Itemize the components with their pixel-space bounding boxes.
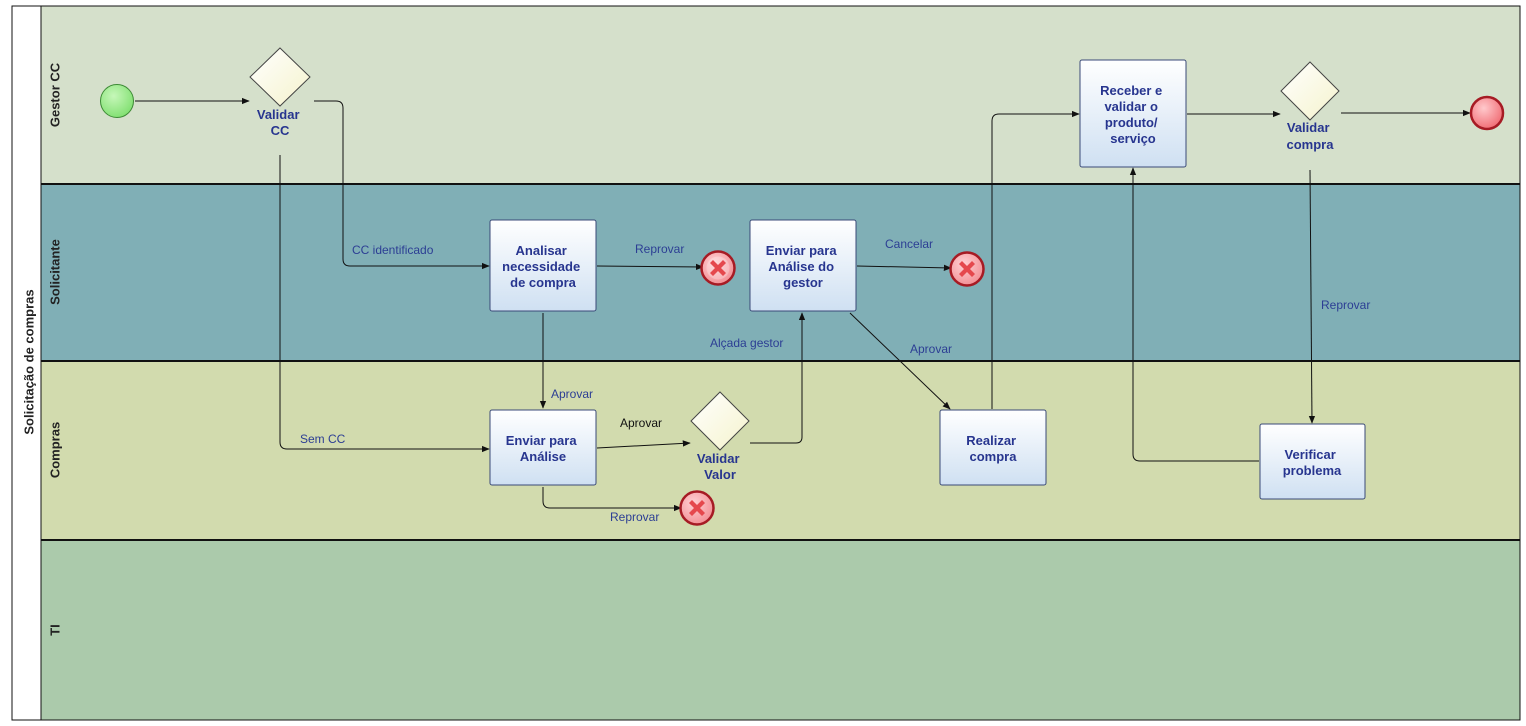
flow-label-reprovar-analisar: Reprovar <box>635 242 684 256</box>
flow-label-cc-identificado: CC identificado <box>352 243 434 257</box>
cancel-event-enviar-gestor[interactable] <box>949 251 985 287</box>
start-event[interactable] <box>100 84 134 118</box>
end-event[interactable] <box>1469 95 1505 131</box>
flow-label-reprovar-compra: Reprovar <box>1321 298 1370 312</box>
flow-aprovar-gestor[interactable] <box>849 312 951 410</box>
flow-cc-identificado[interactable] <box>314 100 490 270</box>
task-enviar-analise[interactable]: Enviar para Análise <box>489 409 597 486</box>
flow-aprovar-valor[interactable] <box>596 440 691 449</box>
gateway-label: Validar compra <box>1287 120 1335 152</box>
gateway-validar-cc[interactable]: Validar CC <box>249 47 311 138</box>
cancel-x-icon <box>710 260 726 276</box>
task-label: Enviar para Análise <box>506 433 580 464</box>
task-realizar-compra[interactable]: Realizar compra <box>939 409 1047 486</box>
sequence-flows <box>135 97 1471 512</box>
lane-ti: TI <box>40 539 1521 721</box>
lane-label-compras: Compras <box>47 422 62 478</box>
lane-label-ti: TI <box>47 624 62 636</box>
lane-label-gestor-cc: Gestor CC <box>47 62 62 127</box>
cancel-x-icon <box>689 500 705 516</box>
flow-alcada-gestor[interactable] <box>750 312 806 444</box>
task-label: Verificar problema <box>1283 447 1342 478</box>
task-label: Analisar necessidade de compra <box>502 243 584 290</box>
gateway-label: Validar Valor <box>697 451 743 482</box>
task-enviar-analise-gestor[interactable]: Enviar para Análise do gestor <box>749 219 857 312</box>
task-verificar-problema[interactable]: Verificar problema <box>1259 423 1366 500</box>
flow-reprovar-enviar[interactable] <box>542 487 682 512</box>
task-label: Enviar para Análise do gestor <box>766 243 840 290</box>
flow-labels: CC identificado Sem CC Reprovar Aprovar … <box>300 237 1370 524</box>
task-receber-validar-produto[interactable]: Receber e validar o produto/ serviço <box>1079 59 1187 168</box>
flow-sem-cc[interactable] <box>279 155 490 453</box>
pool-label: Solicitação de compras <box>21 289 36 434</box>
flow-realizar-to-receber[interactable] <box>991 110 1080 409</box>
task-label: Realizar compra <box>966 433 1020 464</box>
task-analisar-necessidade[interactable]: Analisar necessidade de compra <box>489 219 597 312</box>
flow-cancelar[interactable] <box>856 264 952 272</box>
flow-label-alcada-gestor: Alçada gestor <box>710 336 783 350</box>
flow-reprovar-analisar[interactable] <box>596 263 704 271</box>
flow-label-sem-cc: Sem CC <box>300 432 346 446</box>
flow-label-aprovar-gestor: Aprovar <box>910 342 952 356</box>
cancel-event-enviar-analise[interactable] <box>679 490 715 526</box>
flow-label-aprovar-analisar: Aprovar <box>551 387 593 401</box>
gateway-validar-compra[interactable]: Validar compra <box>1280 61 1340 152</box>
flow-verificar-to-receber[interactable] <box>1129 167 1259 462</box>
flow-reprovar-compra[interactable] <box>1308 169 1316 424</box>
task-label: Receber e validar o produto/ serviço <box>1100 83 1166 146</box>
gateway-label: Validar CC <box>257 107 303 138</box>
cancel-x-icon <box>959 261 975 277</box>
cancel-event-analisar[interactable] <box>700 250 736 286</box>
flow-label-cancelar: Cancelar <box>885 237 933 251</box>
lane-label-solicitante: Solicitante <box>47 239 62 305</box>
flow-label-reprovar-enviar: Reprovar <box>610 510 659 524</box>
flow-label-aprovar-valor: Aprovar <box>620 416 662 430</box>
gateway-validar-valor[interactable]: Validar Valor <box>690 391 750 482</box>
